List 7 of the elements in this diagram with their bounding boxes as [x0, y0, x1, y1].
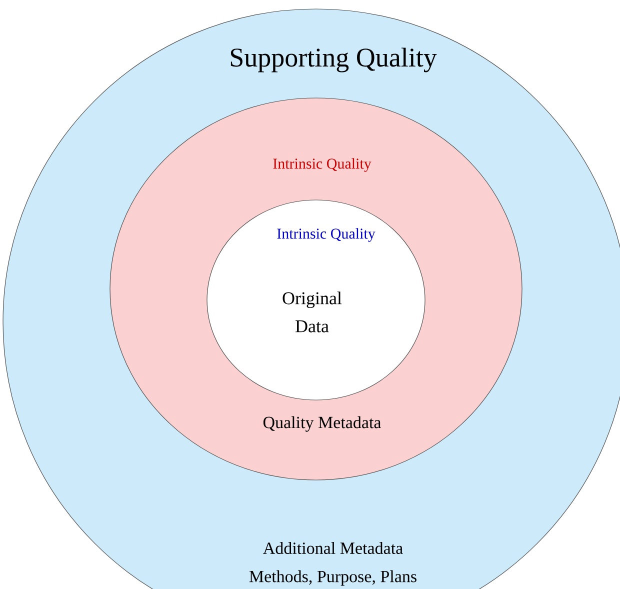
label-text: Original Data: [282, 292, 342, 332]
heading: Intrinsic Quality: [277, 228, 376, 242]
heading: Intrinsic Quality: [273, 158, 372, 172]
label-text: Additional Metadata: [263, 542, 403, 554]
label-text: Methods, Purpose, Plans: [249, 570, 416, 586]
heading: Supporting Quality: [230, 48, 437, 72]
label-text: Quality Metadata: [263, 416, 382, 432]
